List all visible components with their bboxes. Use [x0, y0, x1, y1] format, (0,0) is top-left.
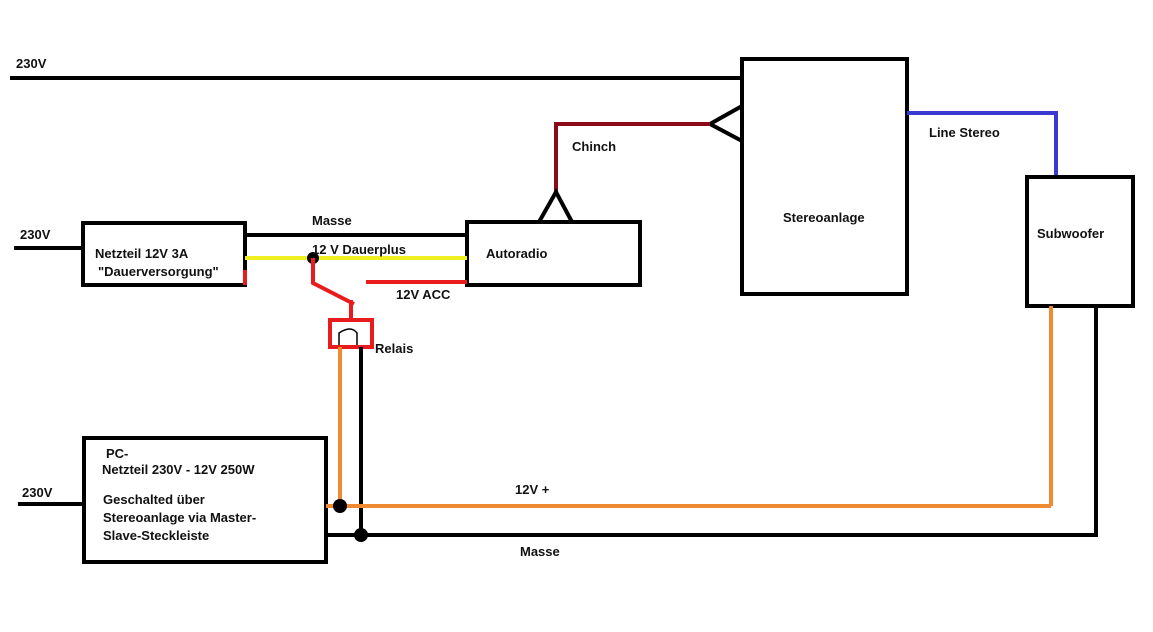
subwoofer-label: Subwoofer [1037, 226, 1104, 241]
chinch-cable [554, 122, 710, 192]
line-stereo-cable [907, 111, 1058, 177]
pcpsu-line5: Slave-Steckleiste [103, 528, 209, 543]
line-stereo-label: Line Stereo [929, 125, 1000, 140]
acc-label: 12V ACC [396, 287, 451, 302]
chinch-connector-stereo [705, 104, 743, 143]
subwoofer-block [1025, 175, 1135, 308]
autoradio-label: Autoradio [486, 246, 547, 261]
stereo-block [740, 57, 909, 296]
pcpsu-line3: Geschalted über [103, 492, 205, 507]
plus12-label: 12V + [515, 482, 550, 497]
mains-label-top: 230V [16, 56, 47, 71]
masse-label-top: Masse [312, 213, 352, 228]
masse-label-bottom: Masse [520, 544, 560, 559]
pcpsu-line4: Stereoanlage via Master- [103, 510, 256, 525]
chinch-label: Chinch [572, 139, 616, 154]
mains-label-psu12: 230V [20, 227, 51, 242]
relay-switch-contact [311, 258, 355, 306]
mains-label-pcpsu: 230V [22, 485, 53, 500]
relay-coil-symbol [338, 328, 358, 345]
masse-junction [354, 528, 368, 542]
pcpsu-line1: PC- [106, 446, 128, 461]
relay-coil-box [328, 318, 374, 349]
psu12-block [81, 221, 247, 287]
psu12-subtitle: "Dauerversorgung" [98, 264, 219, 279]
dauerplus-label: 12 V Dauerplus [312, 242, 406, 257]
stereo-label: Stereoanlage [783, 210, 865, 225]
psu12-title: Netzteil 12V 3A [95, 246, 189, 261]
pcpsu-line2: Netzteil 230V - 12V 250W [102, 462, 255, 477]
chinch-connector-radio [537, 187, 574, 223]
relais-label: Relais [375, 341, 413, 356]
pcpsu-block [82, 436, 328, 564]
plus12-junction [333, 499, 347, 513]
autoradio-block [465, 220, 642, 287]
